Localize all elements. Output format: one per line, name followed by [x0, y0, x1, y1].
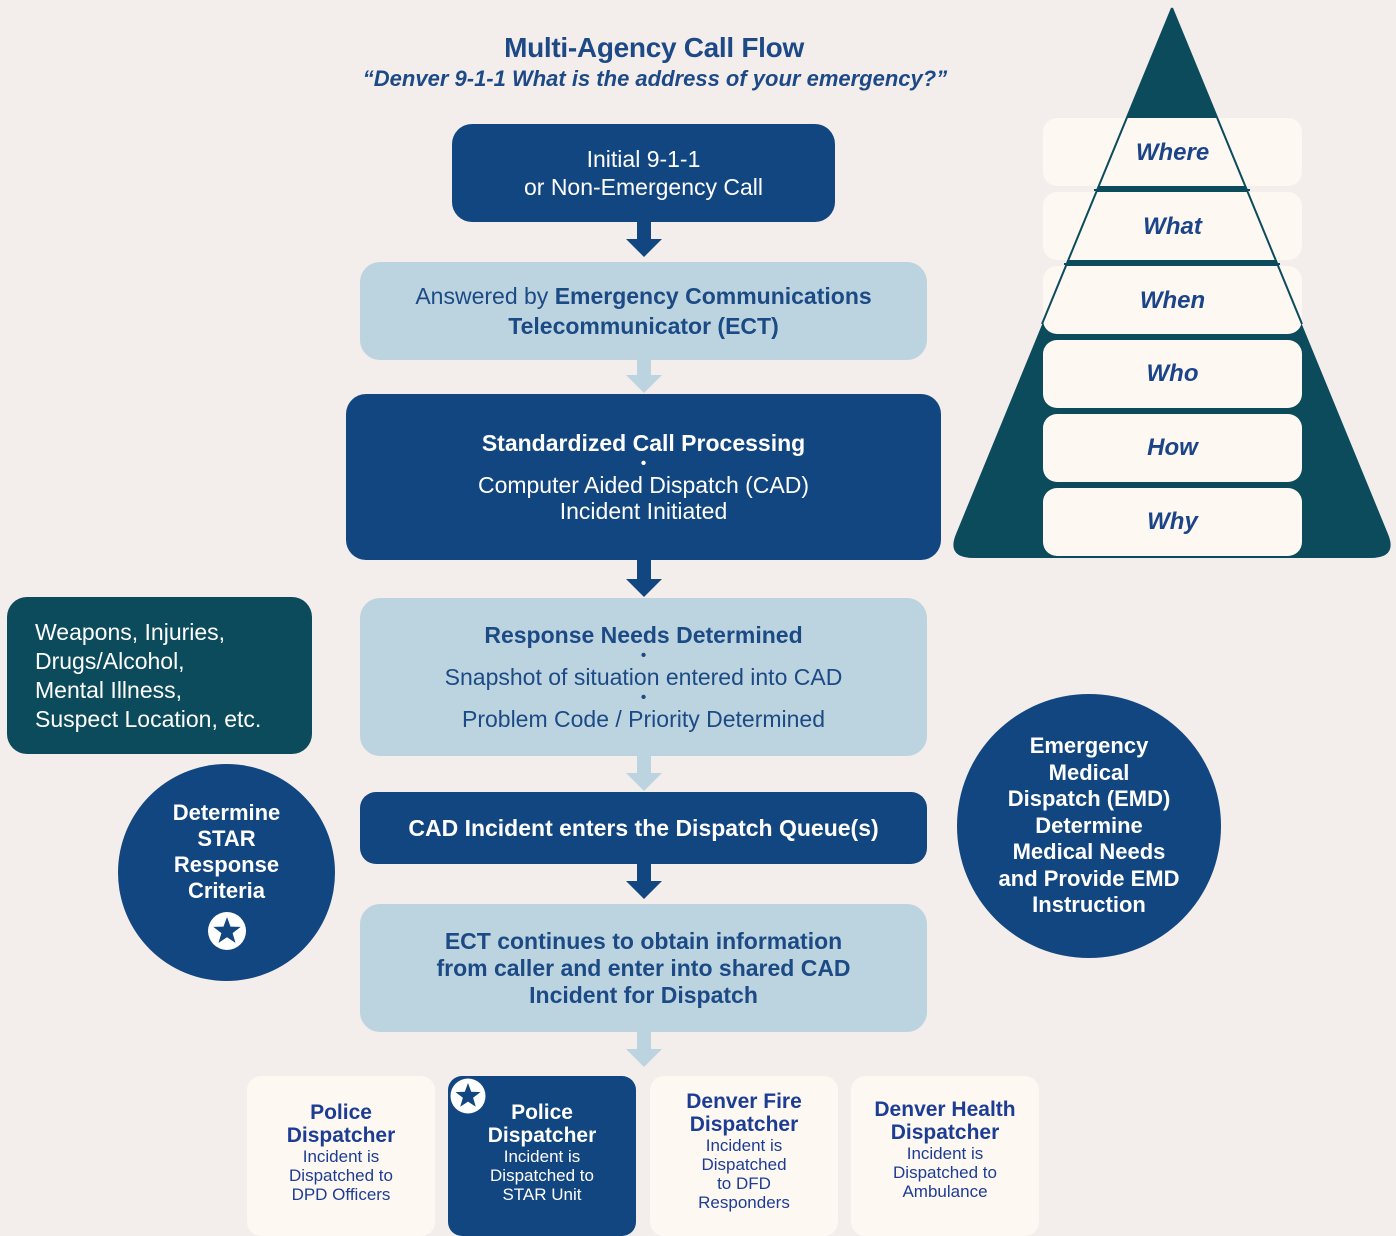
response-needs-line1: Snapshot of situation entered into CAD	[444, 664, 843, 690]
emd-line6: and Provide EMD	[998, 865, 1180, 891]
ect-continues-line2: from caller and enter into shared CAD	[436, 954, 851, 981]
card-text: Incident is	[906, 1144, 984, 1163]
answered-by-ect-line1: Emergency Communications	[554, 283, 872, 309]
card-title: Police	[511, 1101, 573, 1124]
weapons-injuries-box: Weapons, Injuries, Drugs/Alcohol, Mental…	[7, 597, 312, 754]
card-text: Responders	[698, 1193, 790, 1212]
standardized-line1: Computer Aided Dispatch (CAD)	[477, 472, 810, 498]
card-text: Incident is	[503, 1147, 581, 1166]
card-text: DPD Officers	[291, 1185, 391, 1204]
card-title: Dispatcher	[689, 1113, 799, 1136]
card-title: Denver Fire	[686, 1090, 802, 1113]
pyramid-level-what: What	[1143, 213, 1202, 240]
ect-continues-line1: ECT continues to obtain information	[444, 927, 843, 954]
star-icon	[450, 1078, 486, 1114]
bullet: •	[640, 647, 647, 664]
weapons-line1: Weapons, Injuries,	[35, 618, 226, 645]
card-text: Incident is	[705, 1136, 783, 1155]
ect-continues-box: ECT continues to obtain information from…	[360, 904, 927, 1032]
pyramid-band	[1043, 414, 1302, 482]
answered-by-box: Answered by Emergency Communications Tel…	[360, 262, 927, 360]
bullet: •	[640, 455, 647, 472]
arrow-down-icon	[626, 756, 662, 791]
dispatch-queue-label: CAD Incident enters the Dispatch Queue(s…	[408, 814, 879, 841]
star-line3: Response	[173, 851, 280, 877]
answered-by-prefix: Answered by	[415, 283, 555, 309]
initial-call-line1: Initial 9-1-1	[586, 146, 701, 172]
pyramid-band	[1043, 340, 1302, 408]
standardized-line2: Incident Initiated	[559, 498, 728, 524]
pyramid-level-where: Where	[1135, 139, 1210, 166]
star-line1: Determine	[172, 799, 281, 825]
response-needs-line2: Problem Code / Priority Determined	[461, 706, 826, 732]
star-line4: Criteria	[187, 877, 266, 903]
card-text: Dispatched to	[490, 1166, 594, 1185]
card-text: Ambulance	[902, 1182, 988, 1201]
arrow-down-icon	[626, 360, 662, 393]
card-text: to DFD	[717, 1174, 771, 1193]
card-title: Dispatcher	[286, 1124, 396, 1147]
answered-by-ect-line2: Telecommunicator (ECT)	[508, 313, 779, 339]
arrow-down-icon	[626, 1032, 662, 1067]
star-icon	[207, 911, 246, 950]
diagram-subtitle: “Denver 9-1-1 What is the address of you…	[362, 66, 948, 91]
card-title: Denver Health	[874, 1098, 1016, 1121]
pyramid-level-how: How	[1147, 434, 1198, 461]
pyramid-level-when: When	[1139, 287, 1206, 314]
initial-call-line2: or Non-Emergency Call	[523, 174, 764, 200]
card-title: Dispatcher	[890, 1121, 1000, 1144]
emd-line5: Medical Needs	[1012, 839, 1166, 865]
weapons-line3: Mental Illness,	[35, 676, 183, 703]
emd-line2: Medical	[1048, 759, 1130, 785]
police-dpd-dispatcher-card: Police Dispatcher Incident is Dispatched…	[247, 1076, 435, 1236]
denver-fire-dispatcher-card: Denver Fire Dispatcher Incident is Dispa…	[650, 1076, 838, 1236]
response-needs-box: Response Needs Determined • Snapshot of …	[360, 598, 927, 756]
card-text: Dispatched to	[893, 1163, 997, 1182]
card-text: Incident is	[302, 1147, 380, 1166]
denver-health-dispatcher-card: Denver Health Dispatcher Incident is Dis…	[851, 1076, 1039, 1236]
emd-line1: Emergency	[1029, 733, 1149, 759]
dispatch-queue-box: CAD Incident enters the Dispatch Queue(s…	[360, 792, 927, 864]
initial-call-box: Initial 9-1-1 or Non-Emergency Call	[452, 124, 835, 222]
emd-line7: Instruction	[1032, 892, 1146, 918]
ect-continues-line3: Incident for Dispatch	[529, 981, 758, 1008]
weapons-line2: Drugs/Alcohol,	[35, 647, 185, 674]
pyramid-level-why: Why	[1147, 508, 1198, 535]
card-text: STAR Unit	[502, 1185, 582, 1204]
arrow-down-icon	[626, 560, 662, 597]
arrow-down-icon	[626, 864, 662, 899]
star-line2: STAR	[197, 825, 256, 851]
pyramid-band	[1043, 488, 1302, 556]
standardized-call-processing-box: Standardized Call Processing • Computer …	[346, 394, 941, 560]
card-title: Police	[310, 1101, 372, 1124]
weapons-line4: Suspect Location, etc.	[35, 705, 262, 732]
emd-circle: Emergency Medical Dispatch (EMD) Determi…	[957, 694, 1221, 958]
card-title: Dispatcher	[487, 1124, 597, 1147]
emd-line3: Dispatch (EMD)	[1007, 786, 1171, 812]
response-needs-title: Response Needs Determined	[484, 622, 803, 648]
bullet: •	[640, 689, 647, 706]
arrow-down-icon	[626, 222, 662, 257]
card-text: Dispatched	[701, 1155, 787, 1174]
card-text: Dispatched to	[289, 1166, 393, 1185]
star-criteria-circle: Determine STAR Response Criteria	[118, 764, 335, 981]
diagram-title: Multi-Agency Call Flow	[504, 32, 804, 63]
pyramid-level-who: Who	[1146, 360, 1199, 387]
emd-line4: Determine	[1035, 812, 1143, 838]
standardized-title: Standardized Call Processing	[481, 430, 806, 456]
